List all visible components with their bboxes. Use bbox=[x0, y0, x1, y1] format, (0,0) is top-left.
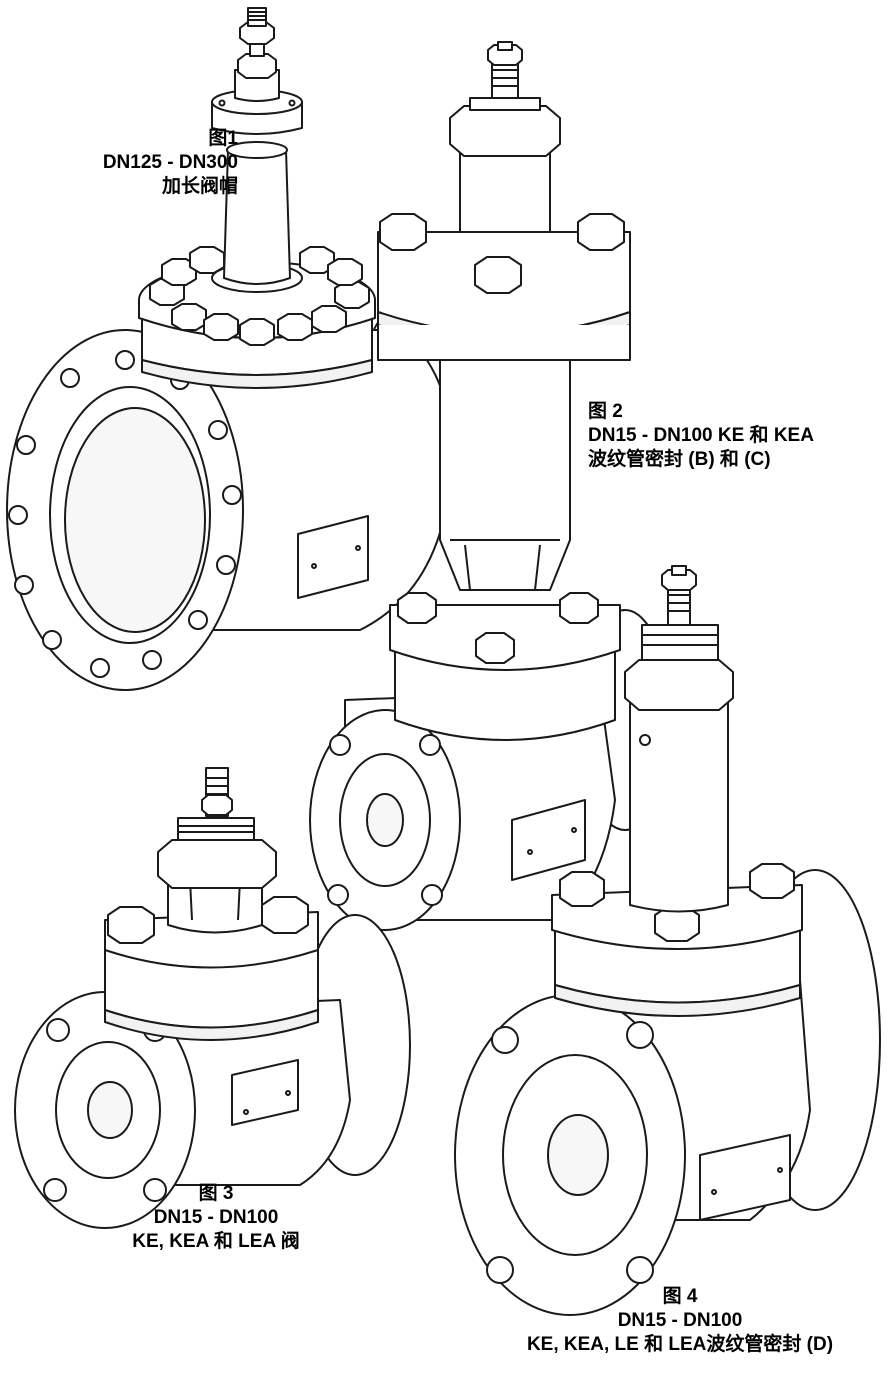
figure-3-size: DN15 - DN100 bbox=[153, 1207, 279, 1228]
figure-1-title: 图1 bbox=[208, 128, 238, 149]
figure-2-desc: 波纹管密封 (B) 和 (C) bbox=[588, 449, 771, 470]
valve-figure-1 bbox=[7, 8, 465, 690]
figure-4-size: DN15 - DN100 bbox=[617, 1310, 743, 1331]
figure-1-caption: 图1 DN125 - DN300 加长阀帽 bbox=[103, 127, 238, 199]
figure-4-caption: 图 4 DN15 - DN100 KE, KEA, LE 和 LEA波纹管密封 … bbox=[470, 1285, 890, 1357]
figure-2-size: DN15 - DN100 KE 和 KEA bbox=[588, 425, 814, 446]
figure-3-desc: KE, KEA 和 LEA 阀 bbox=[132, 1231, 300, 1252]
figure-3-caption: 图 3 DN15 - DN100 KE, KEA 和 LEA 阀 bbox=[96, 1182, 336, 1254]
figure-4-desc: KE, KEA, LE 和 LEA波纹管密封 (D) bbox=[526, 1334, 834, 1355]
figure-2-caption: 图 2 DN15 - DN100 KE 和 KEA 波纹管密封 (B) 和 (C… bbox=[588, 400, 814, 472]
figure-3-title: 图 3 bbox=[198, 1183, 234, 1204]
figure-2-title: 图 2 bbox=[588, 401, 623, 422]
valve-figure-3 bbox=[15, 768, 410, 1228]
valve-figure-4 bbox=[455, 566, 880, 1315]
figure-1-desc: 加长阀帽 bbox=[161, 176, 238, 197]
figure-1-size: DN125 - DN300 bbox=[102, 152, 238, 173]
figure-4-title: 图 4 bbox=[662, 1286, 698, 1307]
